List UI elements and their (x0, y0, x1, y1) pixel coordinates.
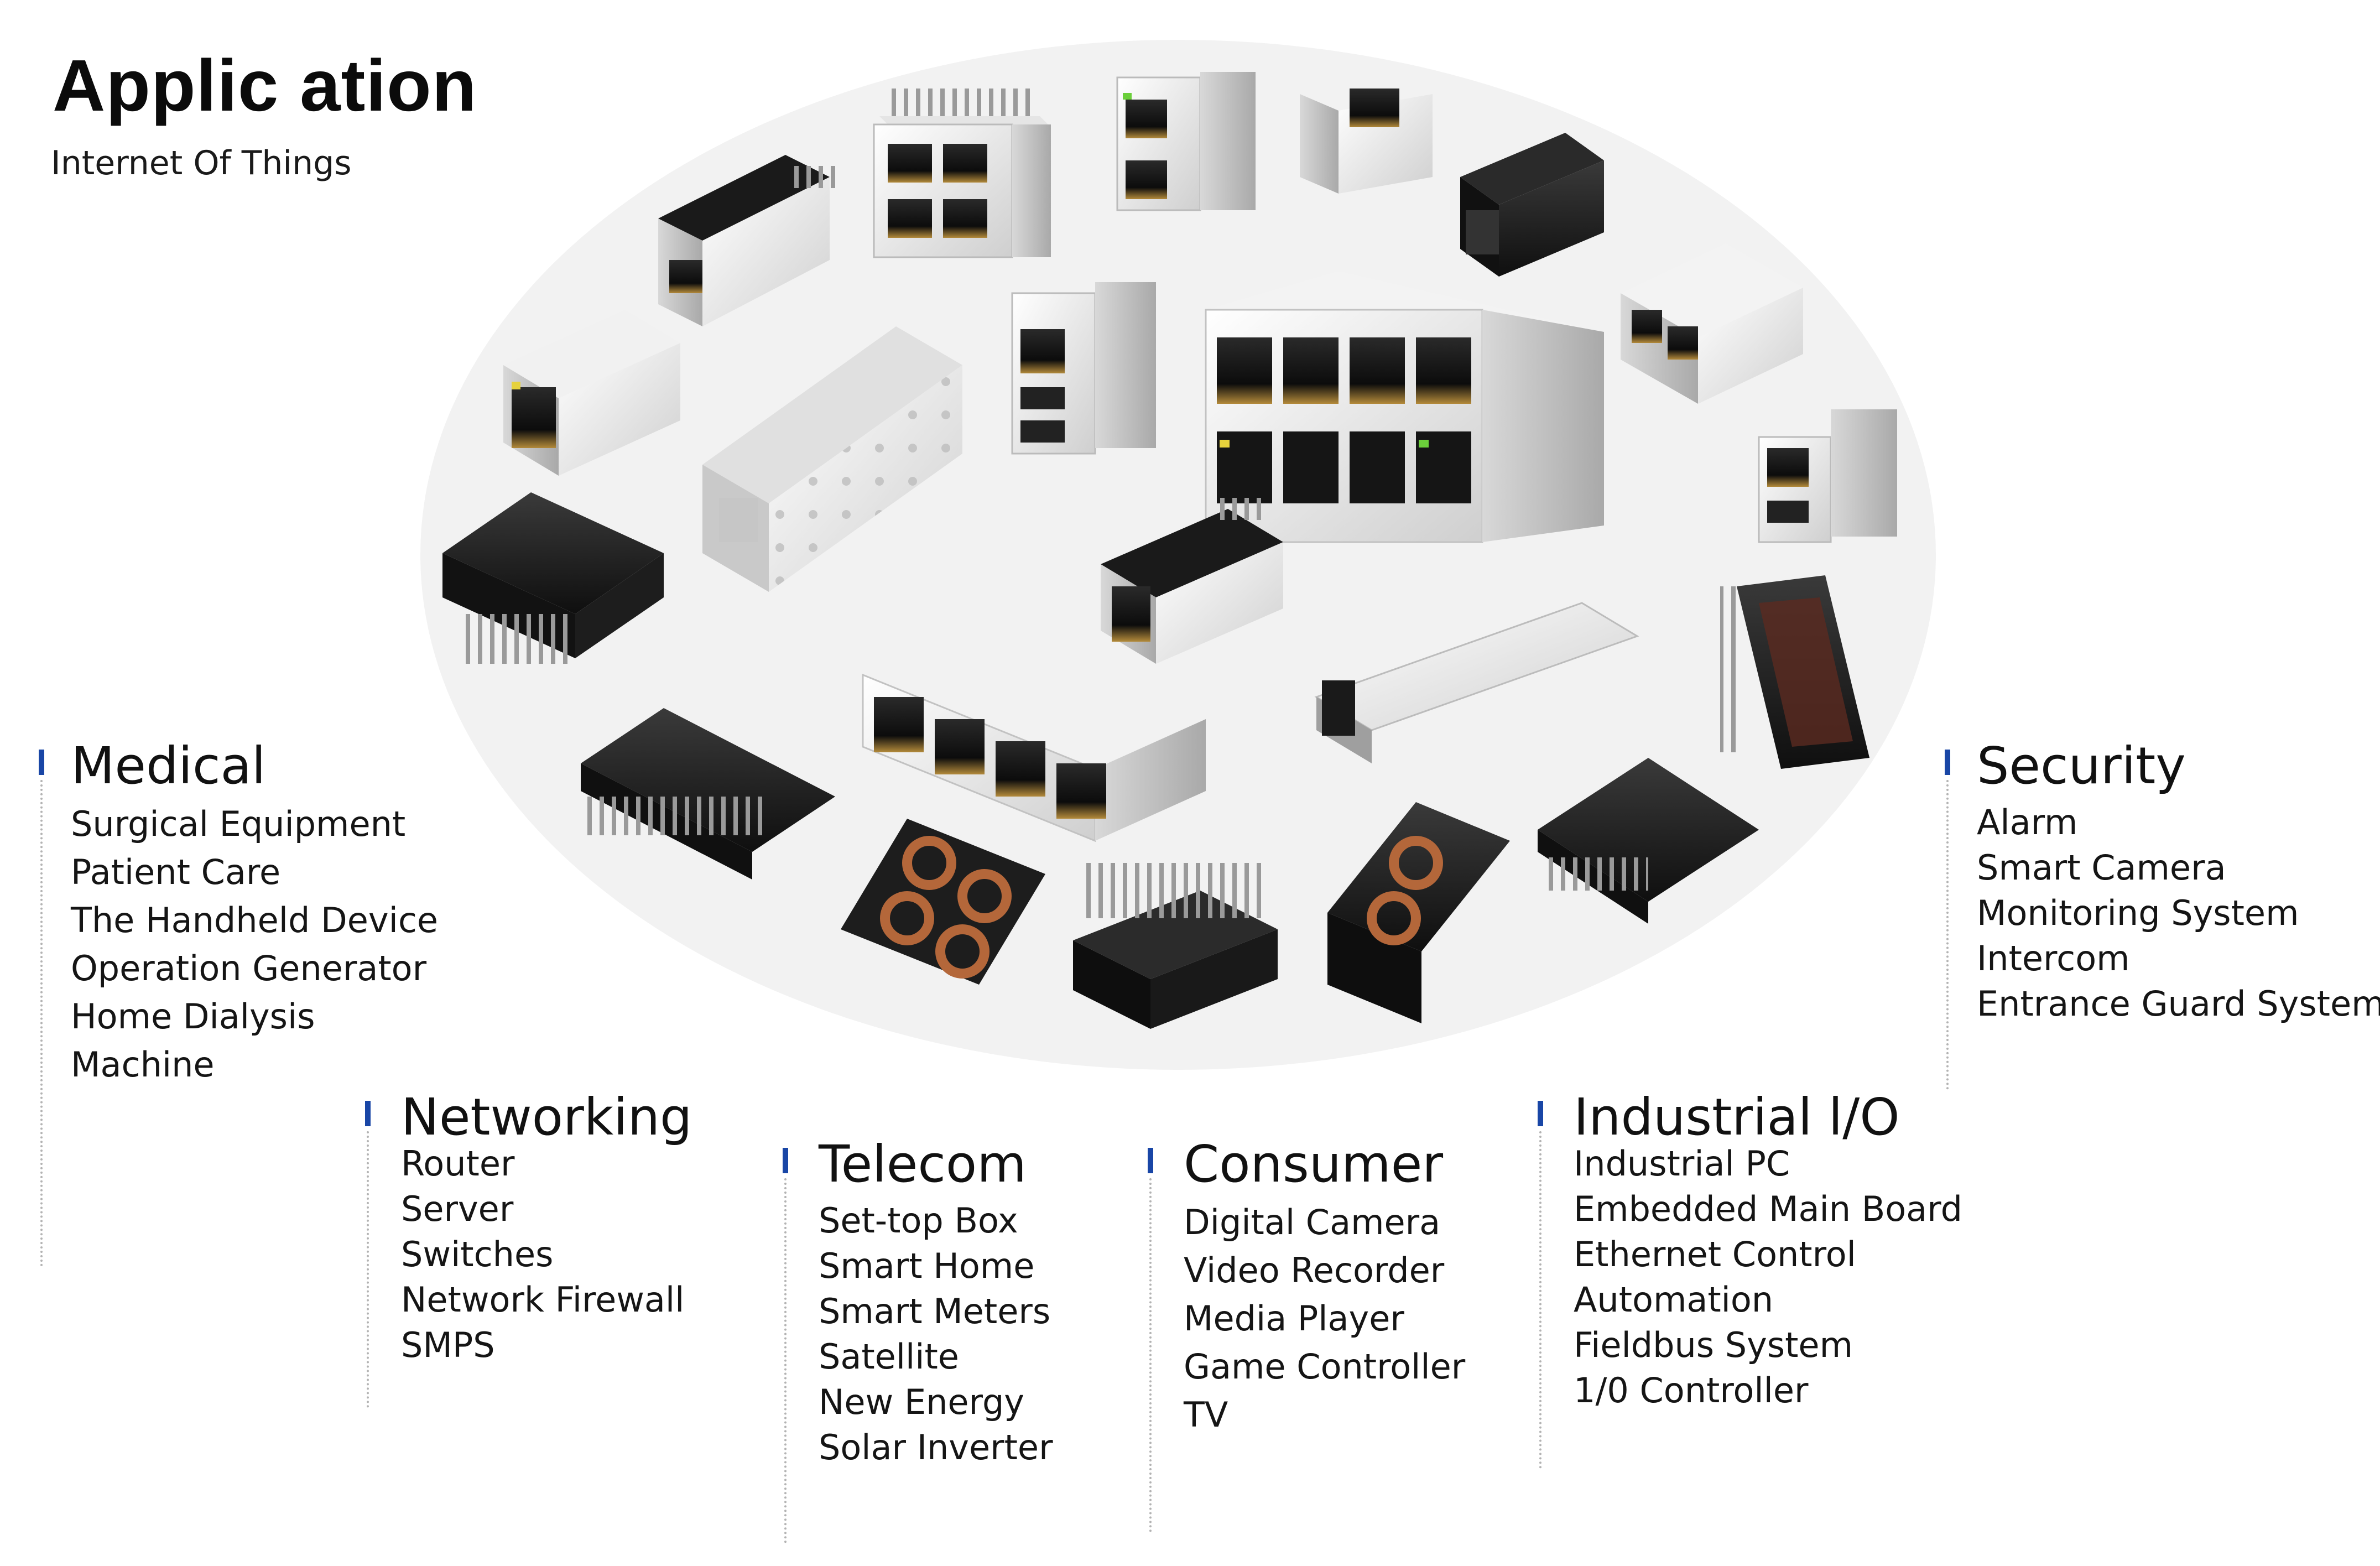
list-item: Monitoring System (1977, 893, 2299, 934)
list-item: TV (1184, 1395, 1228, 1435)
group-title-industrial-io: Industrial l/O (1574, 1088, 1900, 1147)
group-security: Security Alarm Smart Camera Monitoring S… (1945, 736, 2380, 1090)
telecom-list: Set-top Box Smart Home Smart Meters Sate… (819, 1198, 1053, 1470)
group-title-security: Security (1977, 736, 2186, 795)
rj45-usb-combo-connector (1011, 282, 1156, 455)
group-title-consumer: Consumer (1184, 1135, 1444, 1194)
consumer-list: Digital Camera Video Recorder Media Play… (1184, 1198, 1465, 1439)
list-item: Game Controller (1184, 1346, 1466, 1387)
rj45-magjack-white-left (503, 310, 680, 476)
list-item: Set-top Box (819, 1200, 1018, 1241)
group-telecom: Telecom Set-top Box Smart Home Smart Met… (783, 1134, 1053, 1543)
group-consumer: Consumer Digital Camera Video Recorder M… (1148, 1134, 1465, 1532)
toroid-transformer-open (841, 819, 1045, 985)
list-item: Fieldbus System (1574, 1325, 1853, 1366)
group-medical: Medical Surgical Equipment Patient Care … (39, 736, 438, 1267)
list-item: Smart Camera (1977, 847, 2226, 888)
list-item: Embedded Main Board (1574, 1189, 1962, 1230)
industrial-io-list: Industrial PC Embedded Main Board Ethern… (1574, 1141, 1962, 1413)
smd-transformer-through-hole (1073, 863, 1278, 1029)
smd-transformer-lp5019nl (1538, 758, 1759, 924)
networking-list: Router Server Switches Network Firewall … (401, 1141, 692, 1368)
list-item: SMPS (401, 1325, 495, 1366)
list-item: Media Player (1184, 1298, 1404, 1339)
list-item: Server (401, 1189, 514, 1230)
rj45-stacked-with-leds (1116, 72, 1256, 211)
list-item: The Handheld Device (71, 900, 439, 941)
sfp-transceiver-module (1314, 602, 1639, 763)
section-dotted-rule (1149, 1178, 1152, 1532)
list-item: Alarm (1977, 802, 2078, 843)
list-item: Switches (401, 1234, 554, 1275)
toroid-transformer-black (1327, 802, 1510, 1023)
group-title-telecom: Telecom (819, 1135, 1027, 1194)
section-dotted-rule (1946, 780, 1949, 1090)
section-dotted-rule (784, 1178, 787, 1543)
page-title: Applic ation (53, 45, 477, 126)
rj45-2x4-multiport-connector (1205, 271, 1604, 543)
group-title-networking: Networking (401, 1088, 692, 1147)
rj45-single-port-black-top (658, 155, 841, 326)
security-list: Alarm Smart Camera Monitoring System Int… (1977, 800, 2380, 1027)
rj45-1x4-multiport-connector (862, 625, 1206, 842)
list-item: Digital Camera (1184, 1202, 1441, 1243)
rj45-dual-port-white-right (1621, 243, 1803, 404)
list-item: Solar Inverter (819, 1427, 1053, 1468)
list-item: Entrance Guard System (1977, 984, 2380, 1024)
list-item: Smart Meters (819, 1291, 1051, 1332)
section-accent-bar (365, 1101, 371, 1126)
list-item: Automation (1574, 1279, 1774, 1320)
list-item: Intercom (1977, 938, 2130, 979)
list-item: Video Recorder (1184, 1250, 1445, 1291)
list-item: Router (401, 1143, 515, 1184)
smd-transformer-vertical-right (1720, 575, 1869, 769)
rj45-single-port-black-center (1101, 498, 1283, 664)
rj45-single-port-white-vertical (1300, 77, 1433, 194)
smd-transformer-lp5020nlr (581, 708, 835, 880)
section-accent-bar (1538, 1101, 1543, 1126)
rj45-usb-combo-right (1758, 409, 1897, 543)
section-dotted-rule (1539, 1131, 1541, 1469)
medical-list: Surgical Equipment Patient Care The Hand… (71, 800, 438, 1089)
list-item: Operation Generator (71, 948, 427, 989)
list-item: Industrial PC (1574, 1143, 1790, 1184)
list-item: Satellite (819, 1336, 959, 1377)
section-dotted-rule (367, 1131, 369, 1408)
group-industrial-io: Industrial l/O Industrial PC Embedded Ma… (1538, 1087, 1962, 1469)
list-item: Surgical Equipment (71, 804, 406, 845)
page-subtitle: Internet Of Things (51, 144, 352, 183)
list-item: Home Dialysis (71, 996, 315, 1037)
list-item: Network Firewall (401, 1279, 685, 1320)
list-item: Ethernet Control (1574, 1234, 1856, 1275)
smd-transformer-lp1197nl (442, 492, 664, 664)
list-item: Smart Home (819, 1246, 1035, 1287)
rj45-single-port-black (1460, 133, 1604, 277)
section-accent-bar (1148, 1148, 1153, 1173)
sfp-cage (702, 326, 962, 592)
list-item: 1/0 Controller (1574, 1370, 1809, 1411)
section-accent-bar (1945, 750, 1950, 775)
list-item: New Energy (819, 1382, 1024, 1423)
section-dotted-rule (40, 780, 43, 1267)
group-networking: Networking Router Server Switches Networ… (365, 1087, 692, 1408)
group-title-medical: Medical (71, 736, 266, 795)
rj45-2x2-stacked-connector (873, 89, 1051, 258)
list-item: Machine (71, 1044, 215, 1085)
section-accent-bar (783, 1148, 788, 1173)
section-accent-bar (39, 750, 44, 775)
list-item: Patient Care (71, 852, 281, 893)
